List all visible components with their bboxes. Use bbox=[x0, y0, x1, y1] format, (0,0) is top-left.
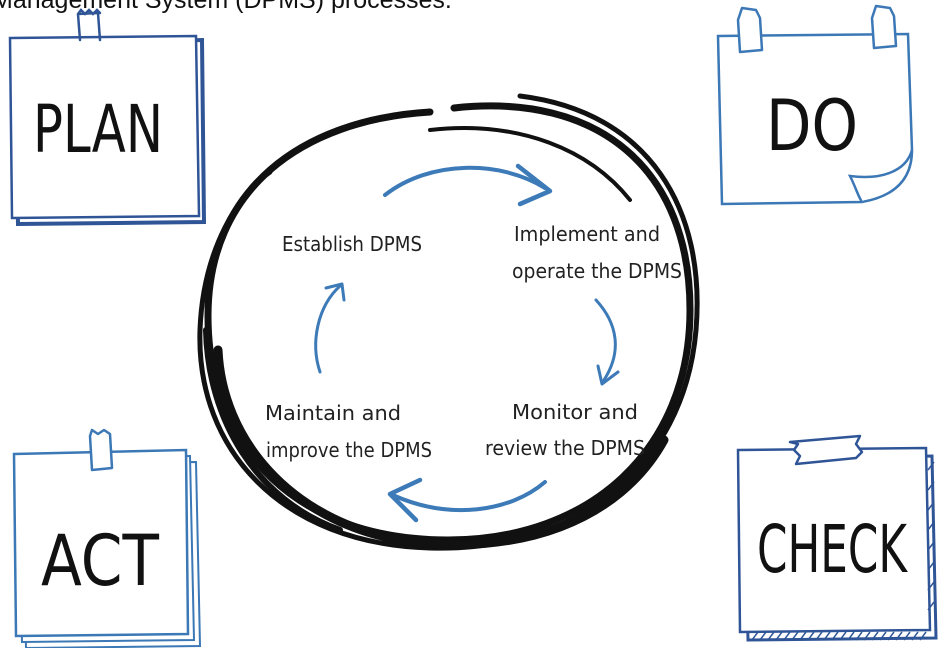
check-note: CHECK bbox=[736, 434, 938, 642]
arrow-top-icon bbox=[383, 165, 547, 197]
do-note: DO bbox=[716, 4, 914, 206]
cycle-circle bbox=[197, 93, 700, 551]
step-monitor-line1: Monitor and bbox=[512, 400, 638, 424]
step-monitor-line2: review the DPMS bbox=[485, 436, 645, 460]
do-label: DO bbox=[766, 85, 858, 167]
step-implement-line2: operate the DPMS bbox=[512, 259, 682, 283]
plan-label: PLAN bbox=[33, 91, 163, 168]
plan-tape-icon bbox=[76, 8, 102, 42]
step-labels: Establish DPMS Implement and operate the… bbox=[265, 222, 682, 462]
check-hatching bbox=[751, 461, 935, 641]
arrow-left-icon bbox=[314, 284, 342, 374]
step-maintain-line2: improve the DPMS bbox=[266, 438, 432, 462]
step-implement-line1: Implement and bbox=[514, 222, 660, 246]
do-tape-left-icon bbox=[736, 6, 764, 54]
cycle-arrows bbox=[314, 163, 620, 523]
check-tape-icon bbox=[788, 434, 864, 466]
arrow-bottom-icon bbox=[393, 480, 547, 513]
check-label: CHECK bbox=[757, 511, 908, 588]
arrow-right-icon bbox=[594, 298, 617, 382]
do-tape-right-icon bbox=[870, 4, 898, 50]
step-establish: Establish DPMS bbox=[282, 232, 422, 256]
step-maintain-line1: Maintain and bbox=[265, 401, 401, 425]
act-note: ACT bbox=[12, 428, 202, 648]
plan-note: PLAN bbox=[8, 8, 207, 227]
act-tape-icon bbox=[88, 428, 114, 472]
caption-text: Management System (DPMS) processes. bbox=[0, 0, 452, 14]
act-label: ACT bbox=[41, 520, 159, 602]
